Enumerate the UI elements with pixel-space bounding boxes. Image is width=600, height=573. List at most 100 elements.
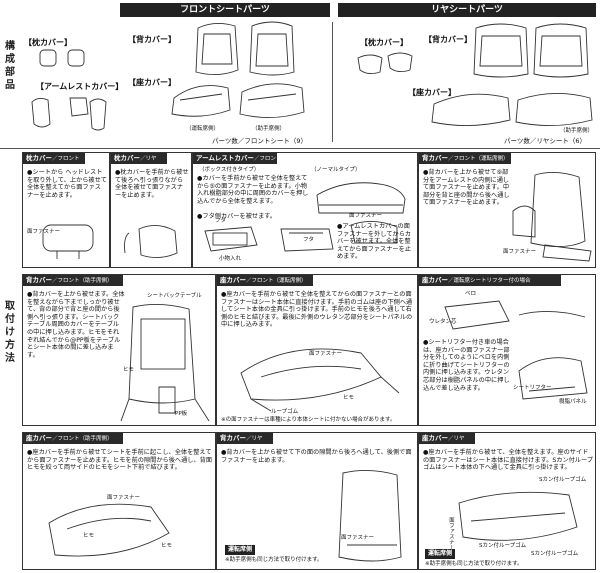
rear-parts-title-bar: リヤシートパーツ: [338, 3, 596, 17]
front-passenger-side-label: （助手席側）: [252, 126, 286, 132]
armrest-illustration: [204, 221, 398, 252]
step-note: ※の面ファスナーは車種により本体シートに付かない場合があります。: [221, 417, 396, 423]
rear-seat-drawing: [431, 93, 593, 127]
rear-headrest-illustration: [124, 225, 178, 258]
step-rear-seat: 座カバー／リヤ ●座カバーを手前から被せて、全体を整えます。座のサイドの面ファス…: [418, 432, 596, 570]
step-title: 座カバー／フロント（助手席側）: [23, 433, 123, 444]
step-front-seat-driver: 座カバー／フロント（運転席側） ●座カバーを手前から被せて全体を整えてからの面フ…: [216, 274, 418, 426]
driver-side-badge: 運転席側: [425, 549, 456, 559]
label-fastener: 面ファスナー: [27, 229, 61, 235]
composition-side-label: 構 成 部 品: [5, 41, 15, 91]
step-front-seat-passenger: 座カバー／フロント（助手席側） ●座カバーを手前から被せてシートを手前に起こし、…: [22, 432, 216, 570]
rear-backrest-label: 【背カバー】: [424, 35, 472, 44]
driver-side-badge: 運転席側: [225, 545, 256, 555]
section-divider-horizontal: [0, 148, 600, 149]
front-headrest-label: 【枕カバー】: [24, 38, 72, 47]
lifter-illustration-top: [444, 300, 586, 330]
front-seat-drawing: [171, 83, 305, 119]
armrest-text-1: ●カバーを手前から被せて全体を整えてから⑤の面ファスナーを止めます。小物入れ樹脂…: [197, 175, 309, 205]
label-s-loop-2: Sカン付ループゴム: [479, 543, 527, 549]
label-bero: ベロ: [465, 291, 477, 297]
step-text: ●座カバーを手前から被せて全体を整えてからの面ファスナーとの面ファスナーはシート…: [221, 291, 413, 329]
label-futa-2: フタ: [303, 237, 315, 243]
step-text: ●背カバーを上から被せて⑨部分をアームレストの内側に通して面ファスナーを止めます…: [423, 169, 510, 207]
label-s-loop-1: Sカン付ループゴム: [539, 477, 587, 483]
step-seat-lifter: 座カバー／運転席シートリフター付の場合 ベロ ウレタン芯 ●シートリフター付き車…: [418, 274, 596, 426]
step-title: 背カバー／フロント（助手席側）: [23, 275, 123, 286]
label-seatback-table: シートバックテーブル: [147, 293, 202, 299]
front-backrest-drawing: [195, 21, 295, 76]
label-himo: ヒモ: [343, 395, 355, 401]
armrest-normal-illustration: [316, 182, 406, 214]
step-text: ●座カバーを手前から被せて、全体を整えます。座のサイドの面ファスナーはシート本体…: [423, 449, 593, 472]
installation-side-label: 取 付 け 方 法: [5, 301, 15, 364]
step-title: 座カバー／リヤ: [419, 433, 475, 444]
armrest-box-type: （ボックス付きタイプ）: [199, 167, 260, 173]
step-title: 座カバー／フロント（運転席側）: [217, 275, 313, 286]
step-text: ●枕カバーを手前から被せて後ろへ引っ張りながら全体を被せて面ファスナーを止めます…: [115, 169, 189, 199]
rear-parts-count: パーツ数／リヤシート（6）: [504, 137, 587, 145]
rear-backrest-illustration: [338, 470, 402, 562]
step-text: ●背カバーを上から被せて下の面の隙間から後ろへ通して、後側で面ファスナーを止めま…: [221, 449, 412, 464]
label-himo-2: ヒモ: [161, 543, 173, 549]
step-text: ●座カバーを手前から被せてシートを手前に起こし、全体を整えてから面ファスナーを止…: [27, 449, 213, 472]
front-backrest-label: 【背カバー】: [128, 35, 176, 44]
rear-seat-label: 【座カバー】: [408, 88, 456, 97]
backrest-driver-illustration: [512, 172, 592, 262]
top-section-divider: [332, 22, 333, 142]
label-fastener: 面ファスナー: [107, 495, 141, 501]
step-note: ※助手席側も同じ方法で取り付けます。: [425, 561, 523, 567]
rear-headrest-drawing: [357, 52, 413, 75]
label-himo: ヒモ: [83, 533, 95, 539]
front-parts-count: パーツ数／フロントシート（9）: [212, 137, 308, 145]
label-fastener: 面ファスナー: [503, 249, 537, 255]
label-s-loop-3: Sカン付ループゴム: [531, 551, 579, 557]
label-fastener: 面ファスナー: [349, 213, 383, 219]
armrest-normal-type: （ノーマルタイプ）: [311, 167, 361, 173]
front-parts-title-bar: フロントシートパーツ: [120, 3, 330, 17]
rear-passenger-side-label: （助手席側）: [560, 128, 594, 134]
label-urethane-core: ウレタン芯: [429, 319, 457, 325]
step-title: 枕カバー／リヤ: [111, 153, 167, 164]
label-futa: フタ: [215, 218, 227, 224]
step-front-backrest-passenger: 背カバー／フロント（助手席側） ●背カバーを上から被せます。全体を整えながら下ま…: [22, 274, 216, 426]
label-himo: ヒモ: [123, 367, 135, 373]
armrest-text-3: ●アームレストカバーの面ファスナーを外してからカバーを被せます。全体を整えてから…: [337, 223, 412, 261]
step-title: 枕カバー／フロント: [23, 153, 85, 164]
rear-seat-illustration: [458, 491, 578, 541]
lifter-illustration-bottom: [518, 357, 588, 400]
step-title: 背カバー／リヤ: [217, 433, 273, 444]
headrest-illustration: [42, 224, 94, 259]
front-driver-side-label: （運転席側）: [186, 126, 220, 132]
rear-backrest-drawing: [473, 23, 589, 78]
step-front-headrest: 枕カバー／フロント ●シートから ヘッドレストを取り外して、上から被せて全体を整…: [22, 152, 110, 268]
front-armrest-drawing: [31, 97, 107, 131]
label-box: 小物入れ: [219, 256, 242, 262]
front-seat-label: 【座カバー】: [128, 78, 176, 87]
front-headrest-drawing: [39, 49, 85, 67]
label-pp-board: PP板: [175, 411, 188, 417]
seat-driver-illustration: [240, 348, 400, 412]
step-front-armrest: アームレストカバー／フロント （ボックス付きタイプ） （ノーマルタイプ） ●カバ…: [192, 152, 418, 268]
armrest-text-2: ●フタ側カバーを被せます。: [197, 213, 277, 220]
backrest-passenger-illustration: [120, 304, 210, 422]
step-text: ●背カバーを上から被せます。全体を整えながら下までしっかり被せて、背の部分で背と…: [27, 291, 125, 359]
step-title: 座カバー／運転席シートリフター付の場合: [419, 275, 561, 286]
step-title: アームレストカバー／フロント: [193, 153, 281, 164]
rear-headrest-label: 【枕カバー】: [360, 38, 408, 47]
step-text: ●シートリフター付き車の場合は、座カバーの面ファスナー部分を外してのようにベロを…: [423, 339, 510, 392]
step-rear-backrest: 背カバー／リヤ ●背カバーを上から被せて下の面の隙間から後ろへ通して、後側で面フ…: [216, 432, 418, 570]
label-fastener: 面ファスナー: [341, 535, 375, 541]
step-title: 背カバー／フロント（運転席側）: [419, 153, 511, 164]
seat-passenger-illustration: [48, 503, 170, 557]
step-text: ●シートから ヘッドレストを取り外して、上から被せて全体を整えてから面ファスナー…: [27, 169, 107, 199]
step-front-backrest-driver: 背カバー／フロント（運転席側） ●背カバーを上から被せて⑨部分をアームレストの内…: [418, 152, 596, 268]
label-fastener: 面ファスナー: [309, 351, 343, 357]
step-note: ※助手席側も同じ方法で取り付けます。: [225, 557, 323, 563]
label-resin-panel: 樹脂パネル: [559, 399, 587, 405]
step-rear-headrest: 枕カバー／リヤ ●枕カバーを手前から被せて後ろへ引っ張りながら全体を被せて面ファ…: [110, 152, 192, 268]
label-loop-rubber: ループゴム: [271, 409, 299, 415]
label-seat-lifter: シートリフター: [513, 385, 552, 391]
label-fastener: 面ファスナー: [447, 517, 454, 550]
front-armrest-label: 【アームレストカバー】: [36, 82, 124, 91]
